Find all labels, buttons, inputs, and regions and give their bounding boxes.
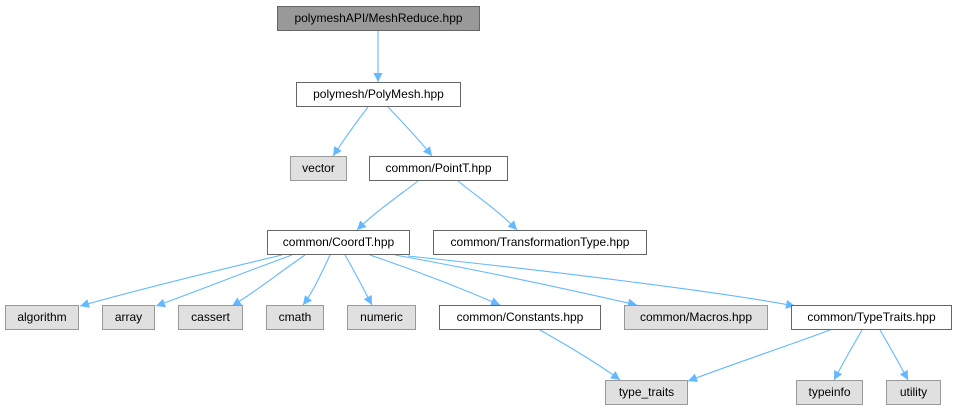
node-coordt[interactable]: common/CoordT.hpp xyxy=(267,230,410,255)
node-utility: utility xyxy=(886,380,941,405)
node-constants[interactable]: common/Constants.hpp xyxy=(439,305,601,330)
node-typeinfo: typeinfo xyxy=(796,380,863,405)
node-polymesh[interactable]: polymesh/PolyMesh.hpp xyxy=(296,82,461,107)
node-pointt[interactable]: common/PointT.hpp xyxy=(369,156,508,181)
node-type-traits: type_traits xyxy=(605,380,688,405)
edge-coordt-to-constants xyxy=(369,254,501,306)
edge-polymesh-to-pointt xyxy=(387,106,433,157)
edge-coordt-to-array xyxy=(155,254,293,308)
edge-typetraits-to-utility xyxy=(879,329,909,381)
edge-pointt-to-coordt xyxy=(356,180,419,231)
node-cmath: cmath xyxy=(266,305,324,330)
edge-pointt-to-transform xyxy=(457,180,518,231)
edge-coordt-to-cmath xyxy=(302,254,331,306)
edge-typetraits-to-type_traits xyxy=(687,329,831,383)
node-algorithm: algorithm xyxy=(5,305,79,330)
node-typetraits[interactable]: common/TypeTraits.hpp xyxy=(791,305,952,330)
edge-coordt-to-macros xyxy=(394,254,638,308)
node-array: array xyxy=(102,305,155,330)
node-macros: common/Macros.hpp xyxy=(624,305,768,330)
node-cassert: cassert xyxy=(178,305,243,330)
node-vector: vector xyxy=(290,156,347,181)
edge-coordt-to-typetraits xyxy=(407,255,796,309)
edge-coordt-to-numeric xyxy=(344,254,373,306)
edge-constants-to-type_traits xyxy=(539,329,621,381)
node-transformation-type[interactable]: common/TransformationType.hpp xyxy=(433,230,647,255)
edge-typetraits-to-typeinfo xyxy=(833,329,863,381)
edge-coordt-to-algorithm xyxy=(79,254,283,308)
node-numeric: numeric xyxy=(347,305,416,330)
node-root[interactable]: polymeshAPI/MeshReduce.hpp xyxy=(277,6,480,31)
edge-coordt-to-cassert xyxy=(231,254,306,307)
edge-polymesh-to-vector xyxy=(332,106,369,157)
